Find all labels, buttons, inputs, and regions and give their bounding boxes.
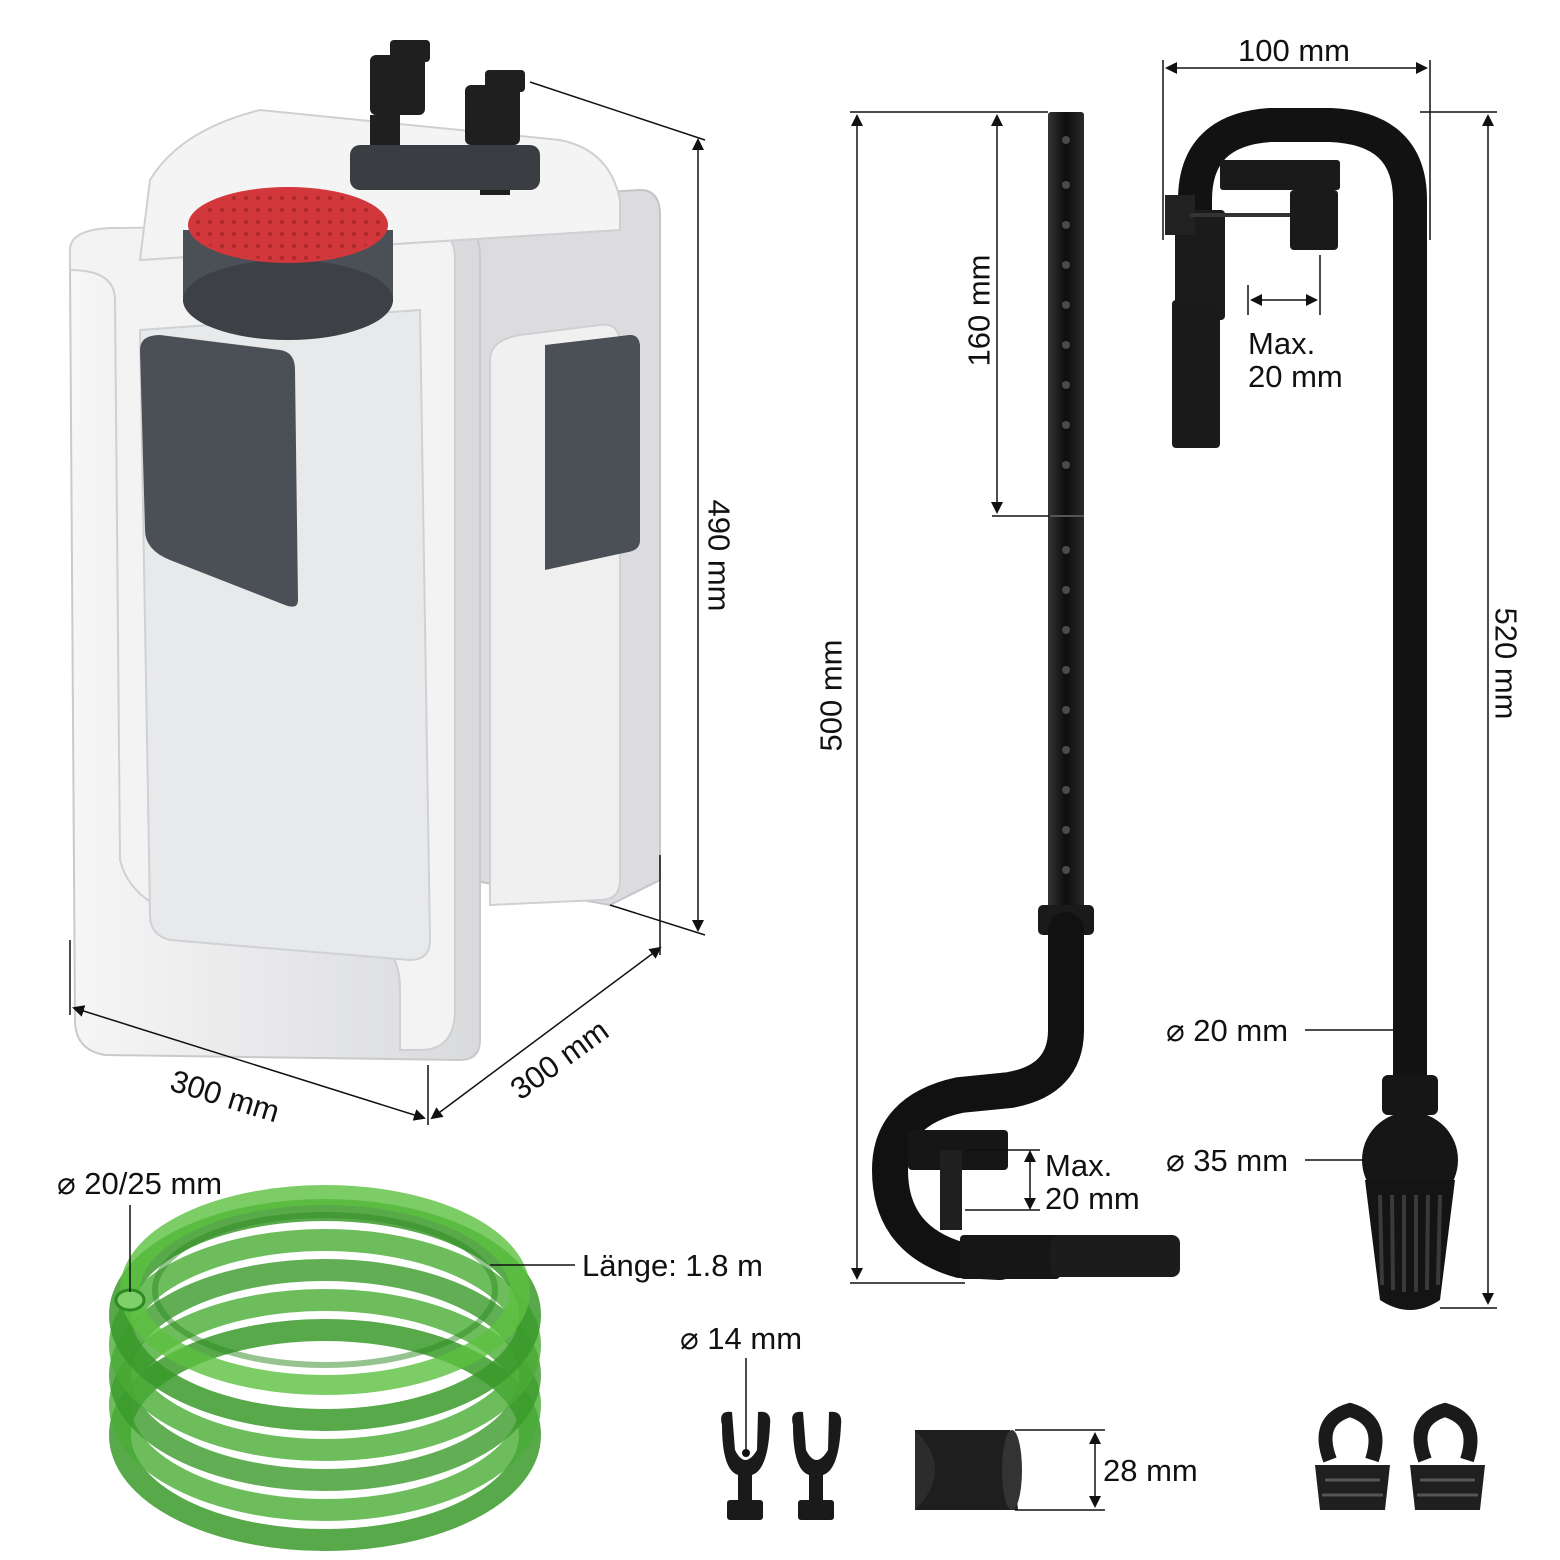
hose-length-label: Länge: 1.8 m [582,1248,763,1283]
nozzle-size-label: 28 mm [1103,1453,1198,1488]
suction-clip-icon [721,1411,842,1520]
clip-dia-label: ⌀ 14 mm [680,1321,803,1356]
filter-height-label: 490 mm [701,499,737,612]
nozzle-icon [915,1430,1022,1510]
filter-dimension-lines [69,81,706,1125]
intake-dimension-lines [850,111,1050,1284]
outlet-dimension-lines [1162,60,1497,1309]
hose-clamp-icon [1315,1402,1485,1510]
outlet-reach-label: 100 mm [1238,33,1350,68]
intake-total-label: 500 mm [813,639,849,752]
hose-dia-label: ⌀ 20/25 mm [57,1166,223,1201]
outlet-height-label: 520 mm [1488,607,1524,720]
intake-upper-label: 160 mm [961,254,997,367]
hose-dimension-lines [129,1205,575,1292]
clip-center-dot [742,1449,750,1457]
outlet-pipe-dia-label: ⌀ 20 mm [1166,1013,1289,1048]
canister-filter-icon [68,40,661,1062]
outlet-pipe-icon [1165,108,1458,1310]
outlet-clamp-max-label: Max. 20 mm [1248,326,1343,394]
intake-clamp-max-label: Max. 20 mm [1045,1148,1140,1216]
green-hose-icon [109,1185,541,1551]
intake-pipe-icon [871,112,1180,1280]
outlet-strainer-dia-label: ⌀ 35 mm [1166,1143,1289,1178]
nozzle-dimension-lines [1015,1429,1105,1511]
